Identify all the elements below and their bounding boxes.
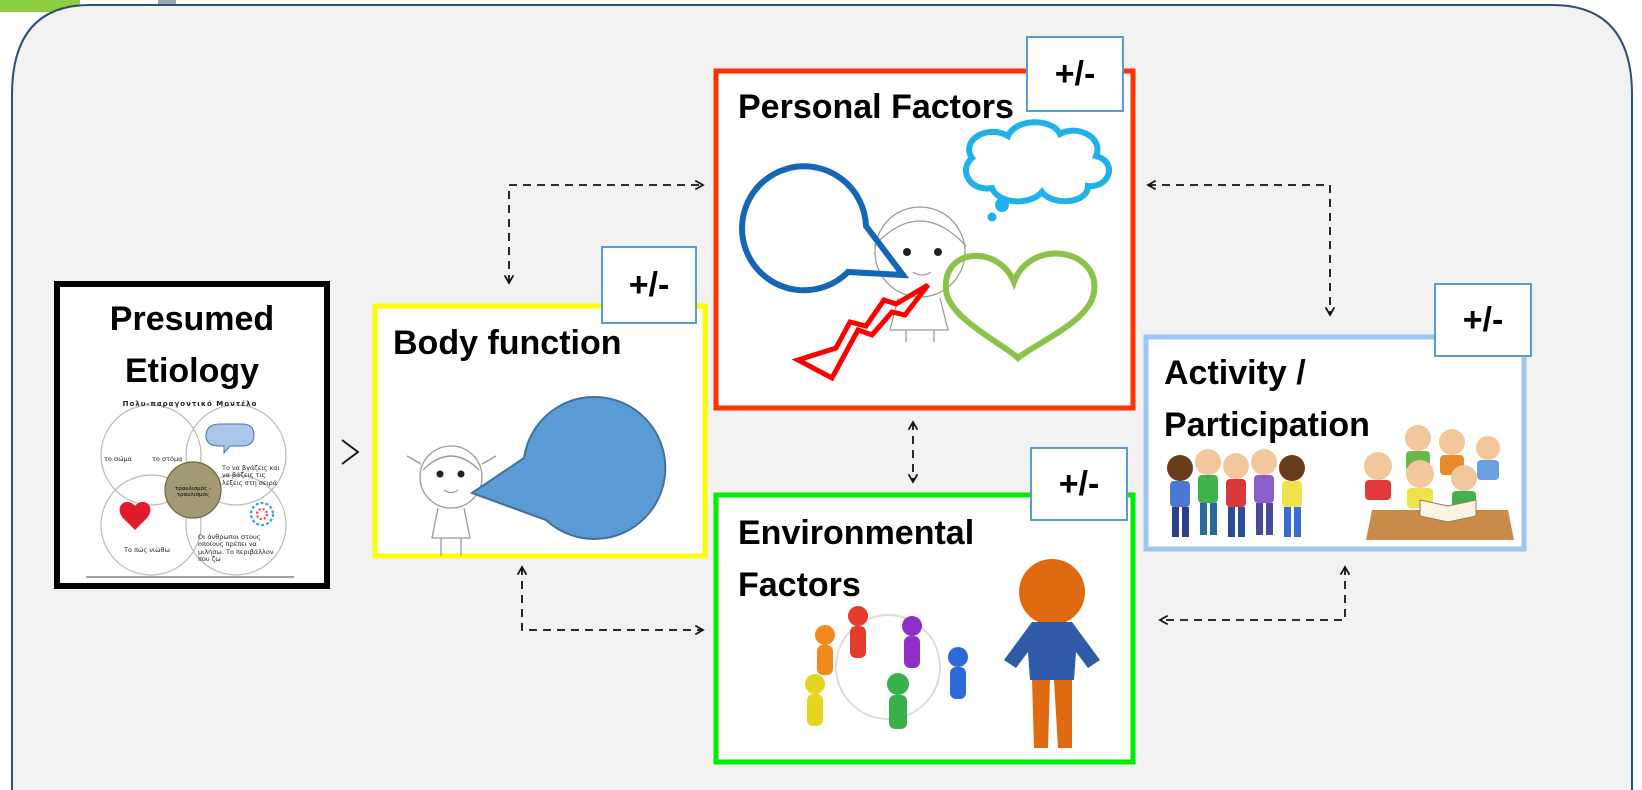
speech-bubble-icon — [469, 396, 667, 540]
children-group-icon — [1167, 449, 1305, 537]
thought-cloud-icon — [963, 119, 1112, 205]
etiology-title-line2: Etiology — [124, 352, 260, 390]
thought-cloud-icon — [987, 198, 1009, 222]
multifactorial-model-thumbnail — [86, 397, 294, 578]
activity-participation-modifier: +/- — [1434, 283, 1532, 357]
thumbnail-label-mouth: το στόμα — [152, 455, 183, 463]
speech-bubble-icon — [739, 163, 910, 294]
classroom-children-icon — [1364, 425, 1514, 540]
people-ring-icon — [805, 606, 968, 729]
personal-factors-modifier: +/- — [1026, 36, 1124, 112]
connector-activity-environmental — [1158, 565, 1351, 626]
personal-factors-title: Personal Factors — [738, 88, 1014, 126]
thumbnail-label-body: το σώμα — [104, 455, 132, 463]
person-figure-icon — [1004, 559, 1100, 748]
environmental-factors-title-line2: Factors — [738, 566, 861, 604]
body-function-modifier: +/- — [601, 246, 697, 324]
child-drawing-icon — [406, 445, 497, 556]
thumbnail-heading: Πολυ-παραγοντικό Μοντέλο — [122, 400, 258, 408]
etiology-title-line1: Presumed — [109, 300, 275, 338]
thumbnail-label-center: τραυλισμός - τραυλισμός — [174, 486, 212, 499]
thumbnail-label-people: Οι άνθρωποι στους οποίους πρέπει να μιλή… — [198, 533, 274, 564]
environmental-factors-modifier: +/- — [1030, 447, 1128, 521]
activity-participation-title-line2: Participation — [1164, 406, 1370, 444]
thumbnail-label-words: Το να βγάζεις και να βάζεις τις λέξεις σ… — [222, 464, 280, 487]
connector-personal-activity — [1146, 179, 1336, 317]
connector-body-environmental — [516, 565, 705, 636]
lightning-icon — [791, 282, 930, 382]
arrowhead-right-icon — [341, 439, 360, 465]
personal-factors-box — [713, 68, 1136, 411]
environmental-factors-title-line1: Environmental — [738, 514, 975, 552]
thumbnail-label-feel: Το πώς νιώθω — [124, 546, 170, 554]
body-function-title: Body function — [393, 324, 622, 362]
heart-icon — [942, 250, 1098, 363]
activity-participation-title-line1: Activity / — [1164, 354, 1306, 392]
connector-body-personal — [503, 179, 705, 285]
